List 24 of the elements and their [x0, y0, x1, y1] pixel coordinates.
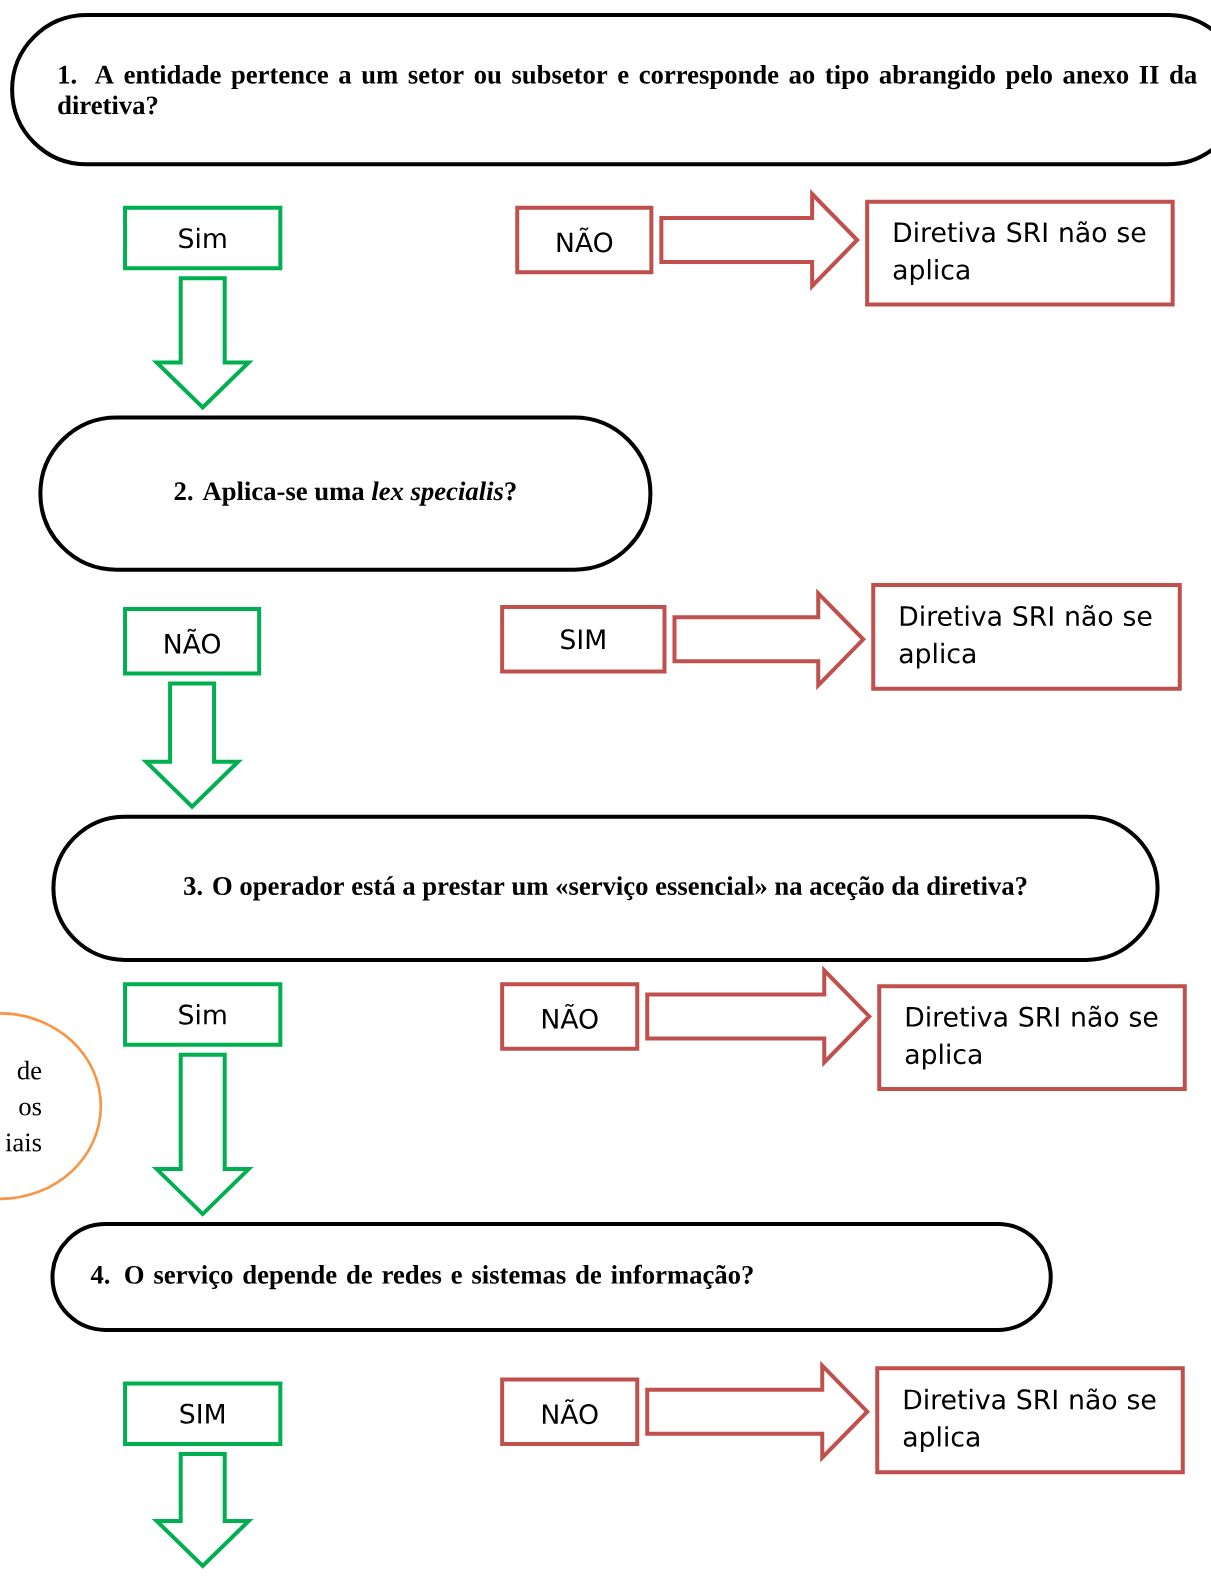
- answer-box: NÃO: [500, 1377, 640, 1446]
- block-arrow: [672, 588, 867, 691]
- block-arrow: [645, 1360, 871, 1463]
- block-arrow: [151, 1451, 254, 1569]
- answer-box: NÃO: [515, 205, 654, 275]
- result-box: Diretiva SRI não se aplica: [865, 199, 1175, 307]
- answer-box: Sim: [123, 982, 283, 1047]
- block-arrow: [645, 965, 873, 1068]
- answer-box: SIM: [123, 1381, 283, 1446]
- block-arrow: [141, 681, 243, 810]
- question-box: 4. O serviço depende de redes e sistemas de informação?: [50, 1222, 1053, 1332]
- answer-box: NÃO: [123, 607, 262, 676]
- question-box: 1. A entidade pertence a um setor ou subsetor e corresponde ao tipo abrangido pelo anexo II da diretiva?: [10, 13, 1211, 167]
- result-box: Diretiva SRI não se aplica: [871, 582, 1182, 691]
- block-arrow: [151, 276, 254, 411]
- answer-box: Sim: [123, 205, 283, 271]
- question-box: 2. Aplica-se uma lex specialis?: [38, 415, 653, 572]
- result-box: Diretiva SRI não se aplica: [875, 1366, 1185, 1475]
- answer-box: NÃO: [500, 982, 640, 1051]
- block-arrow: [151, 1052, 254, 1217]
- answer-box: SIM: [500, 605, 667, 674]
- question-box: 3. O operador está a prestar um «serviço essencial» na aceção da diretiva?: [51, 814, 1160, 962]
- block-arrow: [659, 189, 860, 291]
- result-box: Diretiva SRI não se aplica: [877, 984, 1187, 1092]
